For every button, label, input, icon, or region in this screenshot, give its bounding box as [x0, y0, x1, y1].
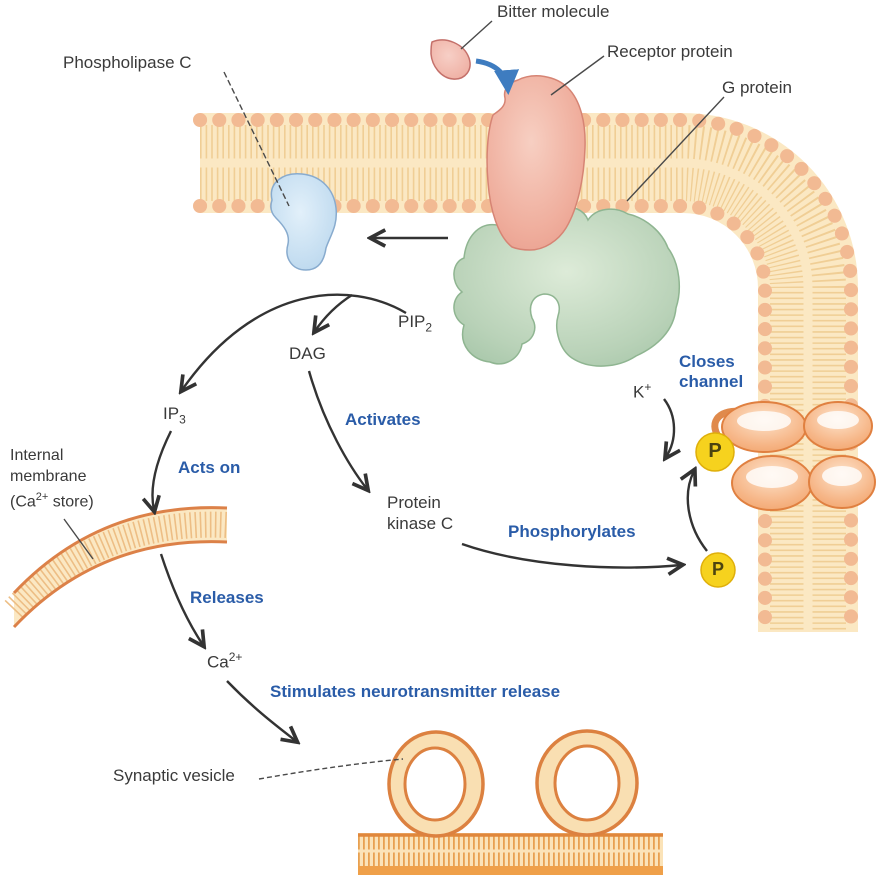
pathway-arrows — [153, 238, 708, 741]
arrow-pkc-to-phosphate — [461, 542, 681, 567]
leader-lines — [63, 20, 725, 780]
ca-store-post: store) — [48, 493, 94, 511]
ca-store-sup: 2+ — [35, 491, 49, 503]
arrow-dag-to-pkc — [307, 370, 367, 489]
activates-label: Activates — [345, 410, 421, 429]
internal-membrane-line2: membrane — [10, 468, 87, 485]
plasma-membrane — [193, 113, 858, 639]
ip3-sub: 3 — [179, 412, 186, 427]
phospholipase-c-label: Phospholipase C — [63, 53, 192, 72]
g-protein-leader — [626, 96, 725, 202]
arrow-bitter-to-receptor — [475, 58, 520, 95]
k-ion-label: K+ — [633, 380, 651, 403]
ion-channel — [711, 401, 876, 511]
ip3-base: IP — [163, 404, 180, 423]
internal-membrane-edge-top — [12, 506, 228, 595]
phosphorylates-label: Phosphorylates — [508, 522, 636, 541]
pip2-base: PIP — [398, 312, 426, 331]
acts-on-label: Acts on — [178, 458, 241, 477]
phosphate-letter-upper: P — [708, 440, 722, 463]
phospholipase-leader — [223, 71, 290, 207]
arrow-pip2-to-ip3 — [182, 293, 407, 390]
bitter-molecule-leader — [460, 20, 493, 50]
synaptic-vesicle-leader — [258, 758, 404, 780]
synaptic-vesicle-right — [535, 729, 639, 837]
k-base: K — [633, 382, 645, 402]
synaptic-vesicle-label: Synaptic vesicle — [113, 766, 235, 785]
dag-label: DAG — [289, 344, 326, 363]
phospholipase-c-shape — [270, 173, 338, 271]
pkc-line1: Protein — [387, 493, 441, 512]
phosphate-letter-lower: P — [711, 559, 725, 580]
releases-label: Releases — [190, 588, 264, 607]
ca-ion-label: Ca2+ — [207, 650, 242, 673]
closes-line1: Closes — [679, 352, 735, 371]
k-sup: + — [644, 380, 652, 394]
pkc-line2: kinase C — [387, 514, 454, 533]
arrow-pip2-to-dag — [315, 293, 353, 331]
arrow-ca-to-vesicle — [226, 680, 296, 741]
phosphate-badge-lower — [700, 552, 736, 588]
pip2-label: PIP2 — [398, 312, 432, 335]
internal-membrane-edge-bottom — [12, 540, 228, 629]
g-protein-label: G protein — [722, 78, 792, 97]
membrane-mid-gap — [200, 158, 813, 632]
internal-membrane-label: Internal membrane (Ca2+ store) — [10, 445, 94, 512]
closes-line2: channel — [679, 372, 744, 391]
phosphate-badge-upper — [695, 432, 735, 472]
internal-membrane-band — [14, 507, 227, 627]
ca-store-pre: (Ca — [10, 493, 36, 511]
membrane-heads-outer — [193, 113, 858, 639]
ip3-label: IP3 — [163, 404, 186, 427]
ca-base: Ca — [207, 652, 229, 672]
ca-sup: 2+ — [228, 650, 243, 664]
bottom-membrane-edge-bottom — [358, 866, 663, 875]
arrow-k-blocked — [664, 398, 674, 457]
closes-channel-label: Closes channel — [679, 352, 743, 392]
internal-membrane-line1: Internal — [10, 447, 64, 464]
receptor-protein-shape — [486, 75, 586, 251]
internal-membrane-stripes — [4, 511, 228, 619]
arrow-membrane-to-ca — [159, 553, 203, 645]
pip2-sub: 2 — [425, 320, 433, 335]
synaptic-vesicle-left — [387, 730, 485, 838]
membrane-heads-inner — [193, 199, 772, 639]
stimulates-label: Stimulates neurotransmitter release — [270, 682, 561, 701]
internal-membrane-line3: (Ca2+ store) — [10, 487, 94, 512]
internal-membrane — [4, 506, 228, 629]
internal-membrane-leader — [63, 518, 94, 560]
protein-kinase-c-label: Protein kinase C — [387, 492, 453, 534]
receptor-protein-label: Receptor protein — [607, 42, 733, 61]
arrow-ip3-to-membrane — [153, 430, 173, 510]
bitter-molecule-label: Bitter molecule — [497, 2, 610, 21]
presynaptic-membrane — [358, 833, 663, 875]
receptor-leader — [550, 55, 605, 96]
arrow-phosphate-to-channel — [688, 471, 708, 552]
